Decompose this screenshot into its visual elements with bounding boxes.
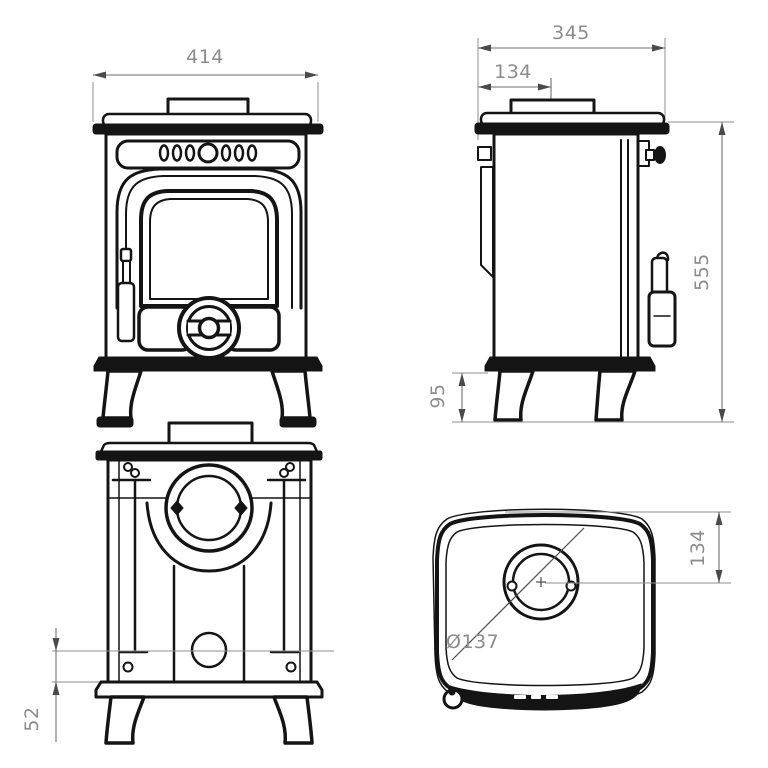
dimension-flue-offset-side: 134 bbox=[478, 61, 552, 112]
handle-ring bbox=[442, 688, 464, 710]
rear-bolt-left bbox=[123, 462, 133, 472]
dimension-flue-diameter: Ø137 bbox=[446, 527, 585, 661]
front-view: 414 bbox=[92, 46, 324, 428]
rear-right-leg bbox=[272, 695, 314, 745]
rear-flue-opening bbox=[107, 463, 312, 573]
base-plate-front bbox=[93, 356, 323, 372]
dimension-overall-height: 555 bbox=[452, 121, 734, 423]
front-left-foot bbox=[96, 416, 134, 428]
rear-left-leg bbox=[104, 695, 146, 745]
rear-tab bbox=[477, 146, 492, 161]
air-vent-band bbox=[115, 139, 301, 170]
door-glass-frame bbox=[139, 189, 279, 308]
side-view: 345 134 bbox=[427, 22, 734, 423]
dimension-rear-hole-offset: 52 bbox=[21, 628, 60, 742]
side-front-leg bbox=[594, 369, 637, 422]
top-view-front-lip bbox=[449, 683, 642, 711]
front-left-leg bbox=[101, 369, 143, 420]
base-plate-side bbox=[484, 356, 656, 372]
dimension-front-width: 414 bbox=[92, 46, 319, 122]
dim-label-overall-height: 555 bbox=[691, 253, 713, 291]
door-latch-front bbox=[116, 247, 136, 343]
rear-dome-arc bbox=[145, 501, 273, 573]
dim-label-front-width: 414 bbox=[186, 46, 224, 68]
dim-label-depth: 345 bbox=[552, 22, 590, 44]
secondary-air-hole bbox=[190, 631, 228, 669]
dim-label-rear-hole-offset: 52 bbox=[21, 706, 43, 731]
rear-shield-plate bbox=[480, 166, 494, 278]
stove-body-side bbox=[492, 132, 640, 362]
rear-view: 52 bbox=[21, 421, 334, 745]
dim-label-flue-offset-side: 134 bbox=[494, 61, 532, 83]
top-plate-inner-edge bbox=[445, 523, 645, 687]
stove-door bbox=[115, 167, 303, 310]
door-knob-side bbox=[637, 140, 666, 167]
rear-bolt-right bbox=[285, 462, 295, 472]
dim-label-flue-diameter: Ø137 bbox=[446, 631, 499, 653]
dim-label-leg-height: 95 bbox=[427, 383, 449, 408]
flue-opening-top bbox=[502, 543, 580, 621]
door-glass bbox=[149, 198, 269, 300]
base-plate-rear bbox=[94, 680, 324, 699]
top-view: Ø137 134 bbox=[432, 508, 731, 711]
dimension-flue-offset-top: 134 bbox=[505, 511, 731, 584]
front-right-leg bbox=[270, 369, 312, 420]
tie-rod-left bbox=[111, 468, 152, 673]
tie-rod-right bbox=[266, 468, 307, 673]
dimension-leg-height: 95 bbox=[427, 372, 488, 422]
top-plate-edge-side bbox=[474, 122, 670, 135]
latch-assembly-side bbox=[647, 251, 677, 348]
vent-center-knob bbox=[197, 142, 219, 164]
ash-lip-and-spinner bbox=[137, 296, 281, 360]
front-right-foot bbox=[279, 416, 317, 428]
dim-label-flue-offset-top: 134 bbox=[687, 529, 709, 567]
side-rear-leg bbox=[493, 369, 535, 422]
